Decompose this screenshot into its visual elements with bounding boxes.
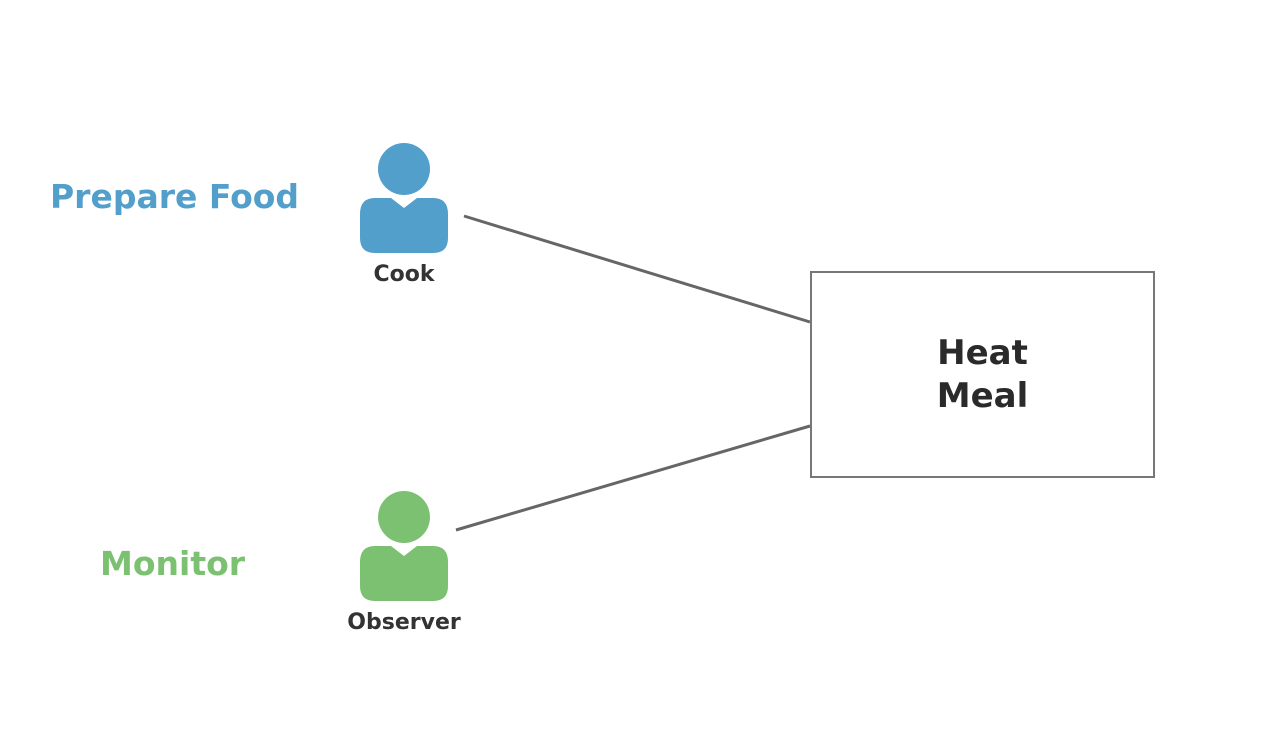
observer-to-usecase-connector — [455, 424, 811, 532]
use-case-title-line2: Meal — [936, 375, 1029, 416]
cook-to-usecase-connector — [463, 214, 811, 324]
observer-person-icon — [360, 491, 448, 601]
heat-meal-use-case: Heat Meal — [810, 271, 1155, 478]
observer-actor-name: Observer — [347, 610, 461, 635]
observer-actor: Observer — [344, 490, 464, 635]
cook-actor: Cook — [344, 142, 464, 287]
cook-role-label: Prepare Food — [50, 177, 300, 216]
observer-role-label: Monitor — [100, 544, 246, 583]
cook-actor-name: Cook — [373, 262, 435, 287]
cook-person-icon — [360, 143, 448, 253]
use-case-title-line1: Heat — [937, 332, 1028, 373]
